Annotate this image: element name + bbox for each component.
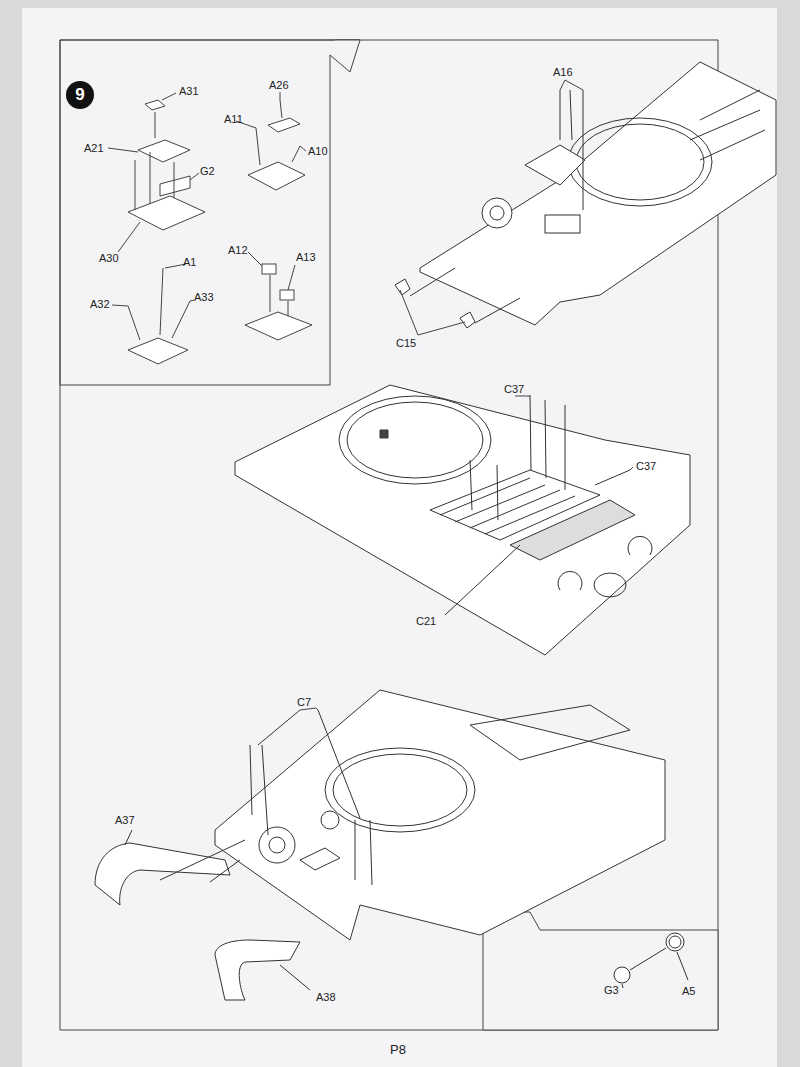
part-number: A31: [179, 86, 199, 97]
part-number: A38: [316, 992, 336, 1003]
part-number: A11: [224, 114, 243, 125]
page-number: P8: [390, 1043, 406, 1056]
part-number: C37: [636, 461, 656, 472]
step-number-circle: 9: [66, 81, 94, 109]
part-number: A5: [682, 986, 695, 997]
step-number: 9: [75, 85, 84, 105]
part-number: A21: [84, 143, 104, 154]
part-number: A10: [308, 146, 328, 157]
part-number: G3: [604, 985, 619, 996]
part-number: A12: [228, 245, 248, 256]
part-number: C15: [396, 338, 416, 349]
part-number: A37: [115, 815, 135, 826]
part-number: A16: [553, 67, 573, 78]
part-number: G2: [200, 166, 215, 177]
part-number: A33: [194, 292, 214, 303]
part-number: A13: [296, 252, 316, 263]
part-number: A32: [90, 299, 110, 310]
part-number: A1: [183, 257, 196, 268]
part-number: A30: [99, 253, 119, 264]
part-number: C21: [416, 616, 436, 627]
part-number: C7: [297, 697, 311, 708]
part-number: C37: [504, 384, 524, 395]
part-number: A26: [269, 80, 289, 91]
